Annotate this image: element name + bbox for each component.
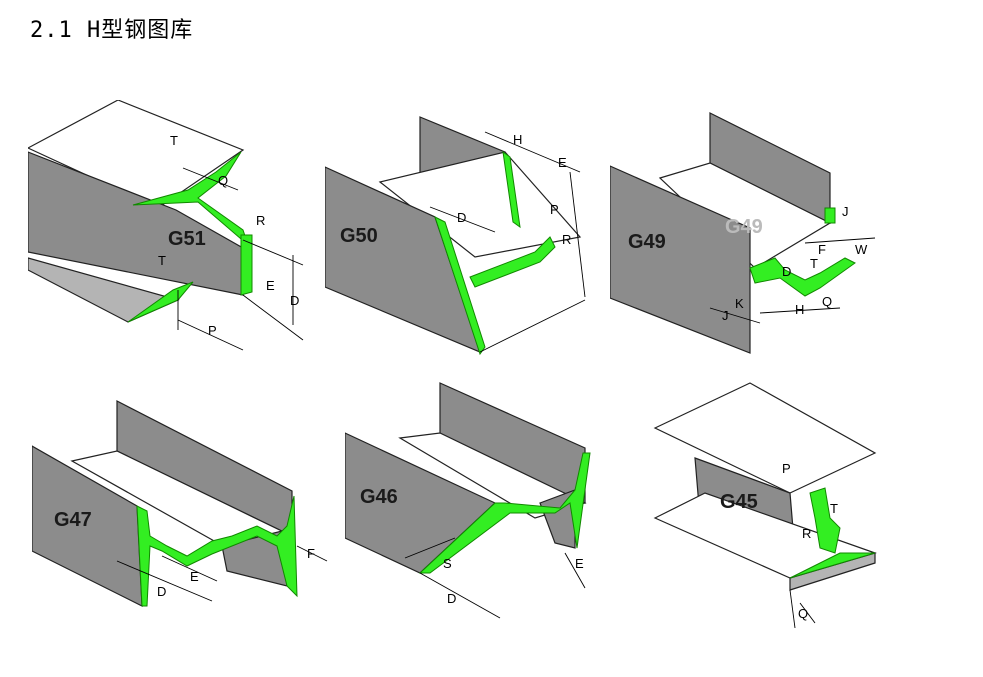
- g46-profile: [418, 452, 591, 574]
- g51-dim-p: P: [208, 323, 217, 338]
- figure-g49: G49 G49 J F W T D K J H Q: [610, 108, 890, 358]
- g46-drawing: G46 D S E: [345, 382, 591, 619]
- g49-label: G49: [628, 231, 666, 253]
- page-title: 2.1 H型钢图库: [30, 18, 194, 43]
- g49-dim-f: F: [818, 242, 826, 257]
- g46-dim-e: E: [575, 556, 584, 571]
- g51-drawing: G51 Q R E D P T T: [28, 100, 304, 351]
- g45-web-profile: [809, 487, 841, 554]
- g50-dim-h: H: [513, 132, 522, 147]
- g46-label: G46: [360, 486, 398, 508]
- g49-dim-h: H: [795, 302, 804, 317]
- g51-web-profile: [240, 234, 253, 296]
- g49-dim-d: D: [782, 264, 791, 279]
- g45-dim-q: Q: [798, 606, 808, 621]
- g51-label: G51: [168, 228, 206, 250]
- g49-dim-k: K: [735, 296, 744, 311]
- g45-top-flange: [653, 382, 877, 494]
- g50-web-profile: [469, 236, 556, 288]
- g50-back-profile: [502, 150, 521, 229]
- g50-front-profile: [434, 216, 486, 356]
- g47-dim-f: F: [307, 546, 315, 561]
- g45-dim-t: T: [830, 501, 838, 516]
- g46-dim-s: S: [443, 556, 452, 571]
- g49-drawing: G49 G49 J F W T D K J H Q: [610, 112, 876, 354]
- g51-dim-t1: T: [170, 133, 178, 148]
- g47-dim-e: E: [190, 569, 199, 584]
- g51-dim-e: E: [266, 278, 275, 293]
- g49-back-profile: [824, 207, 836, 224]
- g49-ghost-label: G49: [725, 216, 763, 238]
- g45-drawing: G45 P T R Q: [653, 382, 877, 629]
- g47-drawing: G47 D E F: [32, 400, 328, 607]
- g45-bottom-profile: [789, 552, 876, 579]
- g51-top-profile: [132, 151, 250, 247]
- g49-dim-w: W: [855, 242, 868, 257]
- g45-label: G45: [720, 491, 758, 513]
- g46-floor: [398, 432, 587, 519]
- g45-dim-r: R: [802, 526, 811, 541]
- g50-label: G50: [340, 225, 378, 247]
- figure-g47: G47 D E F: [32, 396, 332, 611]
- g49-dim-t: T: [810, 256, 818, 271]
- g50-dim-d: D: [457, 210, 466, 225]
- g47-dim-d: D: [157, 584, 166, 599]
- g51-dim-d: D: [290, 293, 299, 308]
- g47-profile: [136, 495, 298, 607]
- g49-front-plate: [610, 165, 751, 354]
- g49-dim-q: Q: [822, 294, 832, 309]
- g49-profile: [749, 257, 856, 297]
- g50-dim-e: E: [558, 155, 567, 170]
- g50-dim-r: R: [562, 232, 571, 247]
- figure-g51: G51 Q R E D P T T: [28, 100, 318, 360]
- g46-dim-d: D: [447, 591, 456, 606]
- g51-dim-t2: T: [158, 253, 166, 268]
- g45-dim-p: P: [782, 461, 791, 476]
- g51-dim-q: Q: [218, 173, 228, 188]
- g49-dim-j2: J: [722, 308, 729, 323]
- figure-g46: G46 D S E: [345, 378, 600, 633]
- g50-dim-p: P: [550, 202, 559, 217]
- figure-g50: G50 H E D P R: [325, 112, 600, 362]
- g49-dim-j: J: [842, 204, 849, 219]
- figure-g45: G45 P T R Q: [650, 378, 885, 633]
- g51-bottom-profile: [127, 281, 194, 323]
- g50-drawing: G50 H E D P R: [325, 116, 586, 356]
- g47-label: G47: [54, 509, 92, 531]
- g51-dim-r: R: [256, 213, 265, 228]
